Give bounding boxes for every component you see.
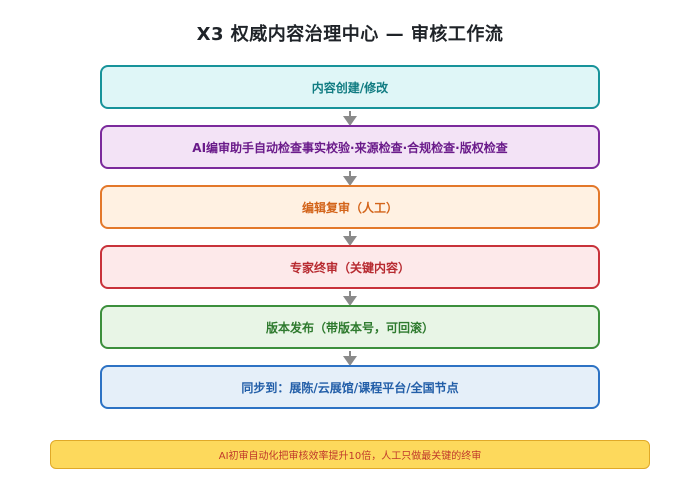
arrow-down-icon	[343, 231, 357, 247]
step-label: 同步到：展陈/云展馆/课程平台/全国节点	[241, 380, 459, 395]
note-text: AI初审自动化把审核效率提升10倍，人工只做最关键的终审	[218, 451, 482, 462]
efficiency-note: AI初审自动化把审核效率提升10倍，人工只做最关键的终审	[50, 440, 650, 469]
arrow-down-icon	[343, 351, 357, 367]
step-label: 内容创建/修改	[311, 80, 389, 95]
step-content-create: 内容创建/修改	[100, 65, 600, 109]
arrow-down-icon	[343, 111, 357, 127]
step-label: 编辑复审（人工）	[301, 200, 398, 215]
step-expert-review: 专家终审（关键内容）	[100, 245, 600, 289]
step-label: 专家终审（关键内容）	[289, 260, 410, 275]
step-editor-review: 编辑复审（人工）	[100, 185, 600, 229]
step-label: AI编审助手自动检查事实校验·来源检查·合规检查·版权检查	[192, 140, 508, 155]
arrow-down-icon	[343, 171, 357, 187]
step-sync: 同步到：展陈/云展馆/课程平台/全国节点	[100, 365, 600, 409]
step-label: 版本发布（带版本号，可回滚）	[265, 320, 434, 335]
page-title: X3 权威内容治理中心 — 审核工作流	[196, 24, 504, 45]
arrow-down-icon	[343, 291, 357, 307]
step-ai-review: AI编审助手自动检查事实校验·来源检查·合规检查·版权检查	[100, 125, 600, 169]
step-version-release: 版本发布（带版本号，可回滚）	[100, 305, 600, 349]
